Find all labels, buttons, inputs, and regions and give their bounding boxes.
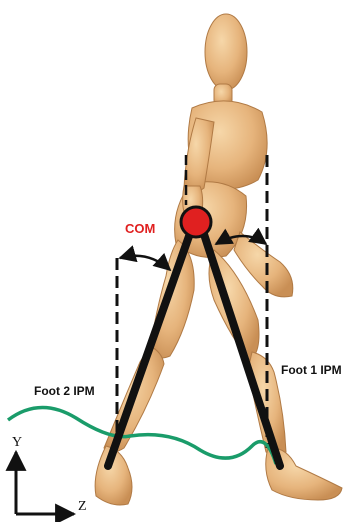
coordinate-axes: Y Z — [12, 435, 87, 514]
angle-arrow-left — [120, 256, 170, 270]
mannequin-back-thigh — [150, 240, 194, 358]
foot2-ipm-label: Foot 2 IPM — [34, 384, 95, 398]
com-marker — [181, 207, 211, 237]
foot1-ipm-label: Foot 1 IPM — [281, 363, 342, 377]
y-axis-label: Y — [12, 435, 22, 450]
mannequin-head — [205, 14, 247, 90]
com-label: COM — [125, 221, 155, 236]
wooden-mannequin — [95, 14, 342, 505]
z-axis-label: Z — [78, 499, 87, 514]
